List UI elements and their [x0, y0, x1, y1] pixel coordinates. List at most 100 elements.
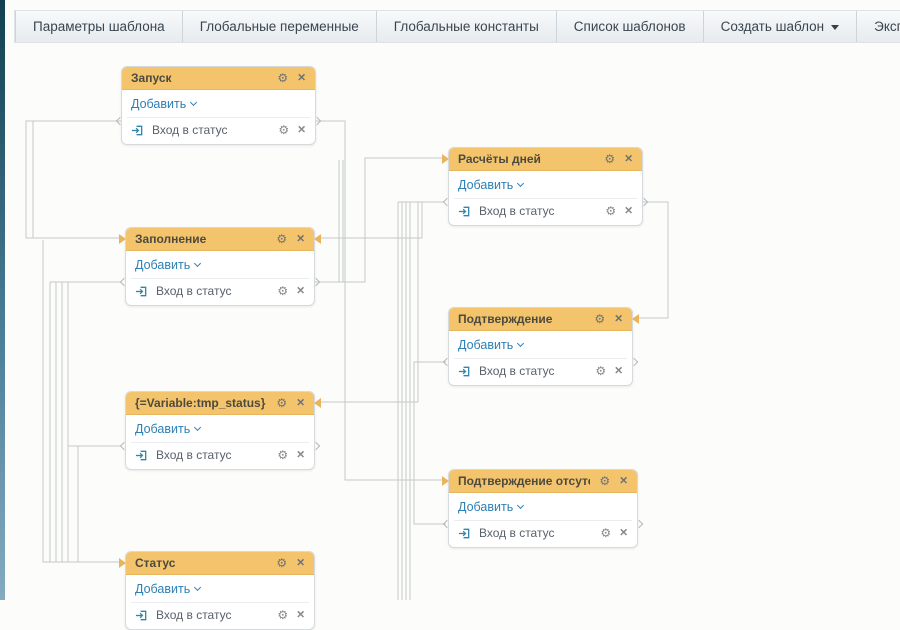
node-item-row[interactable]: Вход в статус⚙✕ [126, 279, 314, 305]
node-header[interactable]: Заполнение⚙✕ [126, 228, 314, 251]
close-icon[interactable]: ✕ [297, 71, 306, 84]
close-icon[interactable]: ✕ [619, 526, 628, 539]
node-item-row[interactable]: Вход в статус⚙✕ [449, 199, 642, 225]
gear-icon[interactable]: ⚙ [277, 608, 289, 622]
node-header[interactable]: Расчёты дней⚙✕ [449, 148, 642, 171]
close-icon[interactable]: ✕ [296, 396, 305, 409]
gear-icon[interactable]: ⚙ [594, 312, 606, 326]
add-link[interactable]: Добавить [135, 582, 202, 596]
node-item-label: Вход в статус [156, 608, 232, 622]
gear-icon[interactable]: ⚙ [277, 448, 289, 462]
toolbar-button[interactable]: Экспорт [856, 11, 900, 42]
toolbar-button[interactable]: Список шаблонов [555, 11, 703, 42]
close-icon[interactable]: ✕ [296, 232, 305, 245]
node-header[interactable]: Статус⚙✕ [126, 552, 314, 575]
chevron-down-icon [517, 179, 525, 188]
close-icon[interactable]: ✕ [614, 312, 623, 325]
connector-line [42, 240, 124, 563]
close-icon[interactable]: ✕ [296, 556, 305, 569]
node-title: Подтверждение [458, 312, 553, 326]
node-header[interactable]: {=Variable:tmp_status}⚙✕ [126, 392, 314, 415]
enter-status-icon [135, 450, 147, 460]
node-title: Запуск [131, 71, 172, 85]
node-header[interactable]: Подтверждение ⚙ ✕ [449, 308, 632, 331]
chevron-down-icon [194, 583, 202, 592]
node-item-row[interactable]: Вход в статус⚙✕ [449, 359, 632, 385]
close-icon[interactable]: ✕ [296, 608, 305, 621]
connector-line [316, 120, 446, 481]
add-link[interactable]: Добавить [135, 422, 202, 436]
connector-line [317, 202, 423, 239]
node-item-row[interactable]: Вход в статус⚙✕ [126, 443, 314, 469]
gear-icon[interactable]: ⚙ [277, 284, 289, 298]
node-item-row[interactable]: Вход в статус ⚙ ✕ [126, 603, 314, 629]
node-header[interactable]: Запуск ⚙ ✕ [122, 67, 315, 90]
gear-icon[interactable]: ⚙ [600, 526, 612, 540]
chevron-down-icon [517, 501, 525, 510]
node-item-row[interactable]: Вход в статус ⚙ ✕ [449, 521, 637, 547]
node-add-row: Добавить [449, 171, 642, 195]
chevron-down-icon [517, 339, 525, 348]
gear-icon[interactable]: ⚙ [595, 364, 607, 378]
add-link[interactable]: Добавить [131, 97, 198, 111]
connector-line [49, 281, 121, 562]
gear-icon[interactable]: ⚙ [276, 556, 288, 570]
connector-line [413, 361, 446, 525]
connector-line [636, 201, 669, 319]
gear-icon[interactable]: ⚙ [278, 123, 290, 137]
node-divider [131, 442, 309, 443]
header-port-icon [442, 154, 449, 164]
close-icon[interactable]: ✕ [619, 474, 628, 487]
node-divider [454, 358, 627, 359]
add-link[interactable]: Добавить [458, 178, 525, 192]
gear-icon[interactable]: ⚙ [276, 232, 288, 246]
node-item-label: Вход в статус [479, 526, 555, 540]
gear-icon[interactable]: ⚙ [599, 474, 611, 488]
node-add-row: Добавить [126, 415, 314, 439]
enter-status-icon [135, 610, 147, 620]
chevron-down-icon [194, 259, 202, 268]
add-link[interactable]: Добавить [458, 500, 525, 514]
add-link[interactable]: Добавить [458, 338, 525, 352]
header-port-icon [442, 476, 449, 486]
gear-icon[interactable]: ⚙ [604, 152, 616, 166]
node-item-label: Вход в статус [152, 123, 228, 137]
node-item-row[interactable]: Вход в статус ⚙ ✕ [122, 118, 315, 144]
node-divider [131, 278, 309, 279]
toolbar-button[interactable]: Глобальные переменные [181, 11, 376, 42]
desktop-edge-strip [0, 0, 5, 600]
toolbar-button[interactable]: Создать шаблон [702, 11, 857, 42]
close-icon[interactable]: ✕ [297, 123, 306, 136]
toolbar-button[interactable]: Глобальные константы [375, 11, 556, 42]
add-link-label: Добавить [135, 422, 191, 436]
header-port-icon [314, 398, 321, 408]
add-link-label: Добавить [135, 582, 191, 596]
gear-icon[interactable]: ⚙ [276, 396, 288, 410]
close-icon[interactable]: ✕ [296, 284, 305, 297]
close-icon[interactable]: ✕ [624, 204, 633, 217]
toolbar-button-label: Глобальные константы [393, 19, 539, 34]
gear-icon[interactable]: ⚙ [605, 204, 617, 218]
toolbar-button-label: Список шаблонов [573, 19, 686, 34]
close-icon[interactable]: ✕ [624, 152, 633, 165]
node-divider [127, 117, 310, 118]
connector-line [315, 157, 446, 283]
gear-icon[interactable]: ⚙ [277, 71, 289, 85]
close-icon[interactable]: ✕ [614, 364, 623, 377]
chevron-down-icon [190, 98, 198, 107]
header-port-icon [632, 314, 639, 324]
node-header[interactable]: Подтверждение отсутствия⚙✕ [449, 470, 637, 493]
add-link[interactable]: Добавить [135, 258, 202, 272]
node-add-row: Добавить [126, 575, 314, 599]
toolbar-button[interactable]: Параметры шаблона [15, 11, 182, 42]
header-port-icon [119, 558, 126, 568]
node-add-row: Добавить [122, 90, 315, 114]
close-icon[interactable]: ✕ [296, 448, 305, 461]
